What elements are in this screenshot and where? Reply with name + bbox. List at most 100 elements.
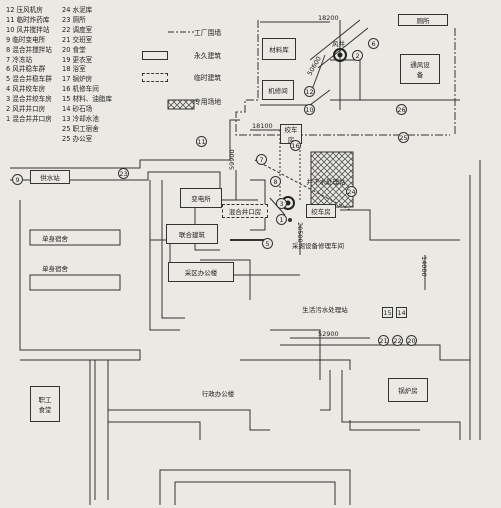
legend-entry: 7 冷冻站 [6, 55, 33, 64]
building-label: 材料库 [269, 46, 289, 54]
building-label: 采区办公楼 [184, 269, 218, 277]
boiler-house: 锅炉房 [388, 378, 428, 402]
building-label: 通风设备 [410, 61, 430, 79]
building-label: 采掘设备修理车间 [292, 242, 344, 250]
mixed-shaft-house: 混合井口房 [222, 204, 268, 218]
legend-entry: 14 砂石场 [62, 105, 93, 114]
marker-11: 11 [196, 136, 207, 147]
marker-22: 22 [392, 335, 403, 346]
air-shaft [333, 48, 347, 62]
building-label: 机修间 [268, 87, 288, 95]
dimension-label: 20500 [296, 222, 304, 243]
legend-entry: 18 浴室 [62, 65, 86, 74]
admin-building: 行政办公楼 [178, 386, 258, 400]
marker-5: 5 [262, 238, 273, 249]
legend-key-label: 专用场地 [194, 98, 222, 106]
legend-entry: 11 临时炸药库 [6, 15, 50, 24]
legend-key-label: 临时建筑 [194, 74, 222, 82]
marker-25: 25 [398, 132, 409, 143]
marker-26: 26 [396, 104, 407, 115]
building-label: 行政办公楼 [201, 390, 235, 398]
marker-16: 16 [290, 140, 301, 151]
marker-8: 8 [270, 176, 281, 187]
underground-water-station: 井下水处理站 [300, 174, 352, 188]
legend-entry: 13 冷却水池 [62, 114, 99, 123]
legend-entry: 23 厕所 [62, 15, 86, 24]
legend-key-wall: 工厂围墙 [142, 27, 221, 37]
building-label: 锅炉房 [398, 387, 418, 395]
building-label: 供水站 [40, 174, 60, 182]
legend-entry: 12 压风机房 [6, 6, 43, 14]
legend-entry: 19 更衣室 [62, 55, 93, 64]
legend-entry: 20 食堂 [62, 45, 86, 54]
marker-10: 10 [304, 104, 315, 115]
material-warehouse: 材料库 [262, 38, 296, 60]
combined-building: 联合建筑 [166, 224, 218, 244]
repair-shop: 机修间 [262, 80, 294, 100]
building-label: 职工食堂 [38, 396, 52, 414]
dimension-label: 14000 [420, 256, 428, 277]
legend-entry: 24 水泥库 [62, 6, 93, 14]
marker-20: 20 [406, 335, 417, 346]
legend-key-permanent: 永久建筑 [142, 50, 221, 60]
ventilation-equipment: 通风设备 [400, 54, 440, 84]
dimension-label: 52900 [318, 330, 339, 338]
building-label: 联合建筑 [179, 231, 205, 239]
building-label: 生活污水处理站 [302, 306, 348, 314]
marker-2: 2 [352, 50, 363, 61]
road-outer [10, 119, 240, 169]
building-label: 井下水处理站 [306, 178, 346, 186]
marker-14: 14 [396, 307, 407, 318]
legend-key-special: 专用场地 [142, 96, 221, 106]
marker-23: 23 [118, 168, 129, 179]
legend-key-label: 永久建筑 [194, 52, 222, 60]
hoist-house: 绞车房 [280, 124, 302, 144]
dimension-label: 18200 [318, 14, 339, 22]
building-label: 单身宿舍 [42, 265, 68, 273]
building-label: 厕所 [416, 17, 430, 25]
legend-entry: 16 机修车间 [62, 85, 99, 94]
marker-6: 6 [368, 38, 379, 49]
legend-entry: 3 混合井绞车房 [6, 95, 52, 104]
legend-entry: 8 混合井搅拌站 [6, 45, 52, 54]
marker-24: 24 [346, 186, 357, 197]
building-label: 变电所 [191, 195, 211, 203]
legend-entry: 10 风井搅拌站 [6, 25, 50, 34]
legend-entry: 15 材料、油脂库 [62, 95, 113, 104]
substation: 变电所 [180, 188, 222, 208]
dimension-label: 59900 [228, 149, 236, 170]
marker-21: 21 [378, 335, 389, 346]
marker-7: 7 [256, 154, 267, 165]
marker-12: 12 [304, 86, 315, 97]
legend-entry: 25 办公室 [62, 134, 93, 143]
dormitory-2: 单身宿舍 [30, 262, 80, 274]
factory-wall [235, 20, 450, 136]
legend-entry: 22 调度室 [62, 25, 93, 34]
hoist-house-2: 绞车房 [306, 204, 336, 218]
marker-3: 3 [276, 198, 287, 209]
legend-entry: 5 混合井稳车群 [6, 75, 52, 84]
legend-key-temporary: 临时建筑 [142, 72, 221, 82]
equipment-repair-workshop: 采掘设备修理车间 [276, 238, 360, 252]
legend-entry: 25 职工宿舍 [62, 124, 99, 133]
dimension-label: 18100 [252, 122, 273, 130]
legend-entry: 6 风井稳车群 [6, 65, 46, 74]
water-supply-station: 供水站 [30, 170, 70, 184]
legend-entry: 2 风井井口房 [6, 105, 46, 114]
building-label: 绞车房 [284, 126, 298, 144]
legend-entry: 9 临时变电所 [6, 35, 46, 44]
toilet-building: 厕所 [398, 14, 448, 26]
building-label: 单身宿舍 [42, 235, 68, 243]
building-label: 绞车房 [311, 208, 331, 216]
legend-entry: 1 混合井井口房 [6, 114, 52, 123]
legend-entry: 4 风井绞车房 [6, 85, 46, 94]
legend-key-label: 工厂围墙 [194, 29, 222, 37]
air-shaft-label: 风井 [332, 40, 345, 48]
sewage-treatment-station: 生活污水处理站 [288, 302, 362, 316]
building-label: 混合井口房 [228, 208, 262, 216]
staff-canteen: 职工食堂 [30, 386, 60, 422]
